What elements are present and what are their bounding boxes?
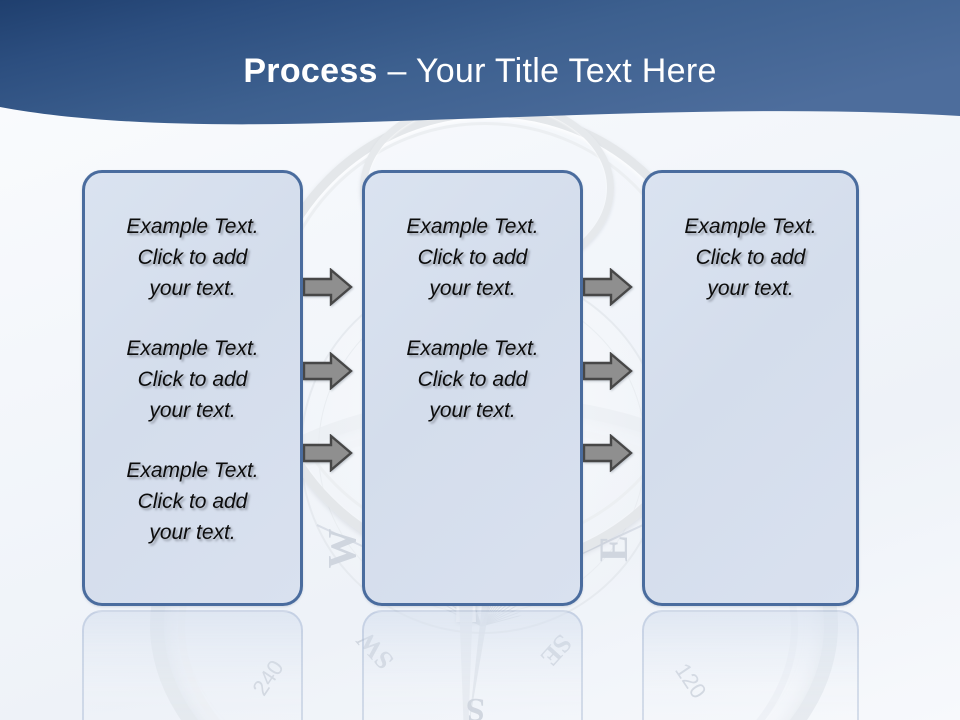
right-block-arrow-icon[interactable] (583, 434, 633, 472)
box-1-reflection (82, 610, 303, 720)
page-title-strong: Process (243, 52, 378, 90)
compass-label-w: W (319, 528, 365, 569)
right-block-arrow-icon[interactable] (303, 352, 353, 390)
process-box-3[interactable]: Example Text. Click to add your text. (642, 170, 859, 606)
box-2-reflection (362, 610, 583, 720)
page-title-rest: – Your Title Text Here (377, 52, 717, 90)
compass-label-120: 120 (670, 658, 712, 703)
compass-label-240: 240 (247, 655, 289, 700)
compass-label-se: SE (534, 628, 578, 672)
header-banner (0, 0, 960, 145)
box-3-reflection (642, 610, 859, 720)
process-box-2[interactable]: Example Text. Click to add your text. Ex… (362, 170, 583, 606)
compass-label-s: S (466, 691, 485, 720)
right-block-arrow-icon[interactable] (583, 352, 633, 390)
right-block-arrow-icon[interactable] (303, 268, 353, 306)
box-1-paragraph-3[interactable]: Example Text. Click to add your text. (126, 459, 259, 544)
process-box-1[interactable]: Example Text. Click to add your text. Ex… (82, 170, 303, 606)
page-title: Process – Your Title Text Here (0, 50, 960, 92)
compass-label-e: E (590, 535, 636, 562)
box-1-paragraph-1[interactable]: Example Text. Click to add your text. (126, 215, 259, 300)
box-2-paragraph-1[interactable]: Example Text. Click to add your text. (406, 215, 539, 300)
compass-label-sw: SW (350, 625, 400, 676)
box-2-paragraph-2[interactable]: Example Text. Click to add your text. (406, 337, 539, 422)
right-block-arrow-icon[interactable] (303, 434, 353, 472)
right-block-arrow-icon[interactable] (583, 268, 633, 306)
box-3-paragraph-1[interactable]: Example Text. Click to add your text. (684, 215, 817, 300)
box-1-paragraph-2[interactable]: Example Text. Click to add your text. (126, 337, 259, 422)
